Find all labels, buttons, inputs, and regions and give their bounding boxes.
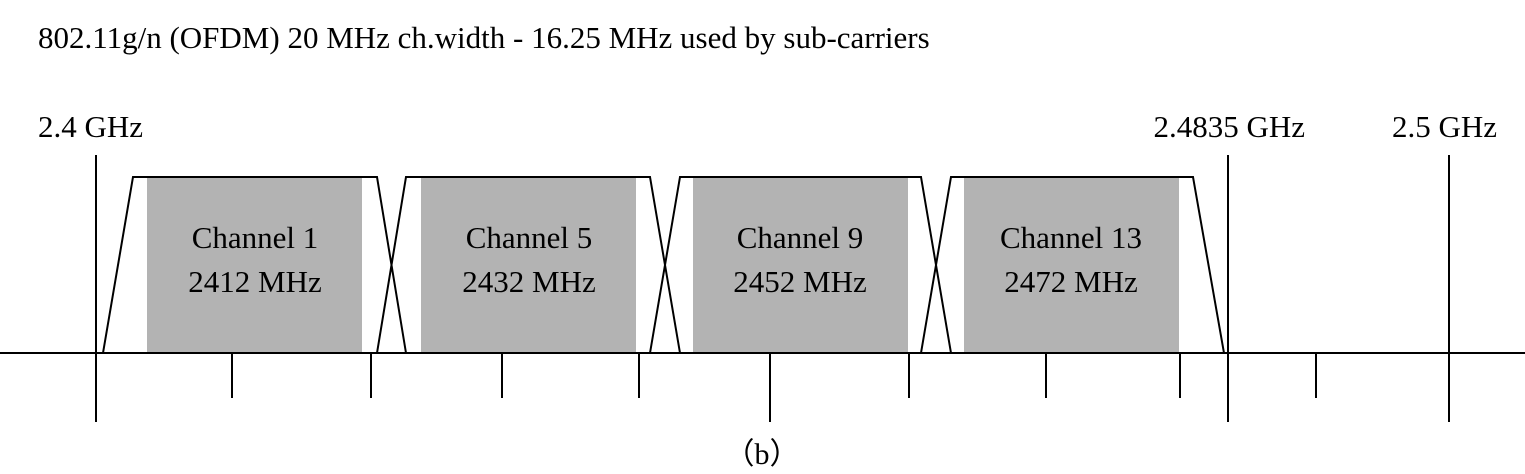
boundary-label-band-end: 2.4835 GHz <box>1153 109 1305 144</box>
subcarrier-band-2 <box>421 177 636 353</box>
channel-frequency: 2432 MHz <box>462 264 595 299</box>
channel-frequency: 2472 MHz <box>1004 264 1137 299</box>
subcarrier-band-1 <box>147 177 362 353</box>
channel-name: Channel 9 <box>737 220 864 255</box>
channel-1: Channel 1 2412 MHz <box>188 220 321 299</box>
channel-13: Channel 13 2472 MHz <box>1000 220 1142 299</box>
channel-frequency: 2412 MHz <box>188 264 321 299</box>
channel-5: Channel 5 2432 MHz <box>462 220 595 299</box>
frequency-axis <box>0 155 1525 422</box>
channel-masks <box>102 176 1225 354</box>
boundary-label-upper: 2.5 GHz <box>1392 109 1497 144</box>
subcarrier-band-4 <box>964 177 1179 353</box>
channel-name: Channel 5 <box>466 220 593 255</box>
figure-caption: （b） <box>725 438 800 471</box>
channel-name: Channel 1 <box>192 220 319 255</box>
diagram-title: 802.11g/n (OFDM) 20 MHz ch.width - 16.25… <box>38 20 930 55</box>
channel-frequency: 2452 MHz <box>733 264 866 299</box>
channel-name: Channel 13 <box>1000 220 1142 255</box>
channel-9: Channel 9 2452 MHz <box>733 220 866 299</box>
spectral-mask-4 <box>920 176 1225 354</box>
subcarrier-band-3 <box>693 177 908 353</box>
boundary-label-start: 2.4 GHz <box>38 109 143 144</box>
